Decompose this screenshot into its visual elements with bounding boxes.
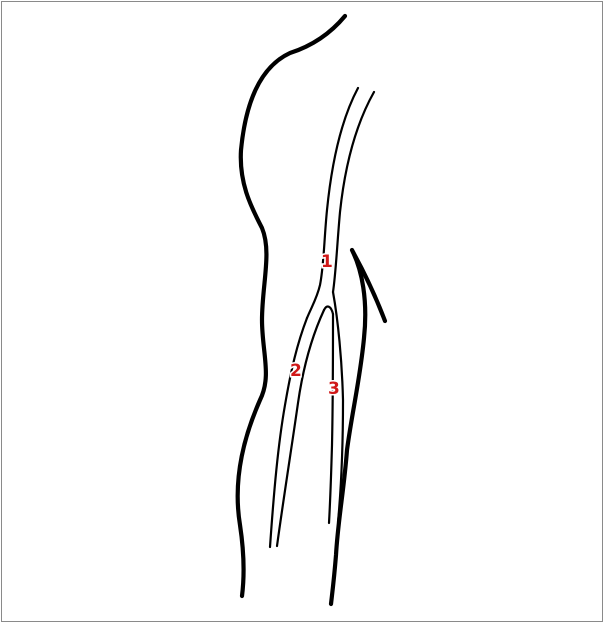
main-vessel-right-wall (333, 92, 374, 292)
arm-front-contour (331, 250, 365, 604)
marker-3-label: 3 (328, 379, 340, 399)
branch-3-outer-wall (333, 292, 343, 522)
marker-2-label: 2 (290, 361, 302, 381)
elbow-fold-line (353, 252, 385, 321)
bifurcation-crotch (324, 307, 333, 314)
marker-1-label: 1 (321, 252, 333, 272)
branch-2-outer-wall (270, 318, 307, 547)
branch-3-inner-wall (329, 314, 333, 523)
main-vessel-left-wall (307, 88, 358, 318)
branch-2-inner-wall (277, 310, 324, 546)
